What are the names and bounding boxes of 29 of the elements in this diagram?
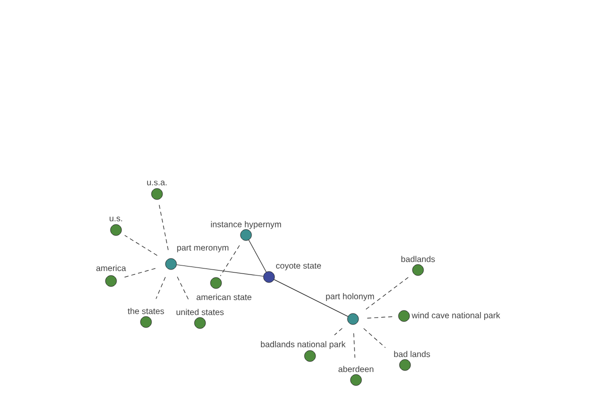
node-label: american state — [196, 294, 252, 300]
node-label: part meronym — [177, 245, 228, 252]
node-label: instance hypernym — [211, 221, 281, 229]
node-label: wind cave national park — [412, 312, 500, 320]
connector-line — [176, 276, 190, 301]
connector-line — [158, 204, 169, 250]
node-label: part holonym — [326, 293, 374, 301]
connector-line — [220, 245, 240, 276]
connector-line — [334, 328, 342, 336]
connector-line — [353, 332, 356, 358]
node-label: the states — [128, 308, 164, 314]
connector-line — [366, 277, 409, 310]
connector-line — [156, 276, 166, 300]
node-label: badlands national park — [260, 341, 346, 349]
node-label: aberdeen — [338, 366, 374, 372]
node-label: bad lands — [394, 350, 430, 358]
connector-line — [122, 268, 156, 278]
node-label: u.s. — [110, 216, 122, 222]
connector-line — [363, 328, 386, 348]
node-label: badlands — [401, 256, 435, 262]
connector-line — [248, 240, 267, 272]
connector-line — [176, 264, 264, 277]
node-label: america — [96, 264, 126, 272]
node-label: united states — [176, 308, 224, 316]
node-label: coyote state — [276, 263, 321, 270]
connector-line — [124, 235, 158, 256]
connector-line — [366, 316, 394, 318]
connector-line — [274, 279, 348, 317]
node-label: u.s.a. — [147, 180, 167, 186]
